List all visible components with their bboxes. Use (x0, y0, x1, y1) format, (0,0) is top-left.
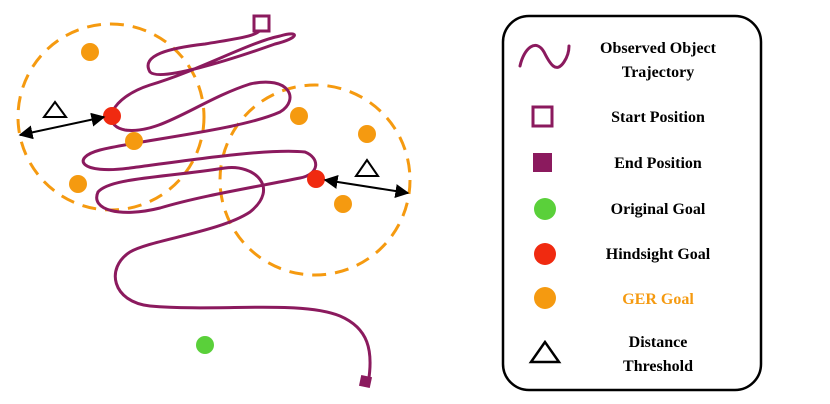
legend-hindsight-goal-icon (534, 243, 556, 265)
legend-label-trajectory-line1: Observed Object (600, 40, 717, 57)
legend-start-square-icon (531, 105, 554, 128)
legend-label-threshold-line2: Threshold (623, 358, 693, 375)
ger-goal-dot (125, 132, 143, 150)
threshold-triangle-icon (354, 158, 380, 177)
legend-ger-goal-icon (534, 287, 556, 309)
end-position-marker (358, 374, 373, 389)
threshold-arrow-left (18, 112, 106, 140)
legend-threshold-triangle-icon (528, 339, 562, 364)
legend-label-hindsight: Hindsight Goal (606, 246, 711, 263)
original-goal-dot (196, 336, 214, 354)
observed-trajectory (81, 24, 372, 386)
ger-goal-dot (81, 43, 99, 61)
threshold-circle-right (218, 83, 412, 277)
ger-goal-dot (358, 125, 376, 143)
legend-trajectory-wave-icon (518, 44, 571, 69)
hindsight-goal-dot (307, 170, 325, 188)
legend-box (501, 14, 763, 392)
legend-label-start: Start Position (611, 109, 705, 126)
legend-end-square-icon (533, 153, 552, 172)
legend-label-ger: GER Goal (622, 291, 694, 308)
ger-goal-dot (69, 175, 87, 193)
start-position-marker (252, 14, 271, 33)
threshold-triangle-icon (42, 100, 68, 118)
ger-goal-dot (334, 195, 352, 213)
legend: Observed Object Trajectory Start Positio… (501, 14, 763, 392)
ger-goal-dot (290, 107, 308, 125)
legend-label-end: End Position (614, 155, 702, 172)
threshold-arrow-right (323, 175, 410, 198)
legend-label-original: Original Goal (611, 201, 706, 218)
legend-label-trajectory-line2: Trajectory (622, 64, 695, 81)
legend-label-threshold-line1: Distance (629, 334, 688, 351)
legend-original-goal-icon (534, 198, 556, 220)
hindsight-goal-dot (103, 107, 121, 125)
